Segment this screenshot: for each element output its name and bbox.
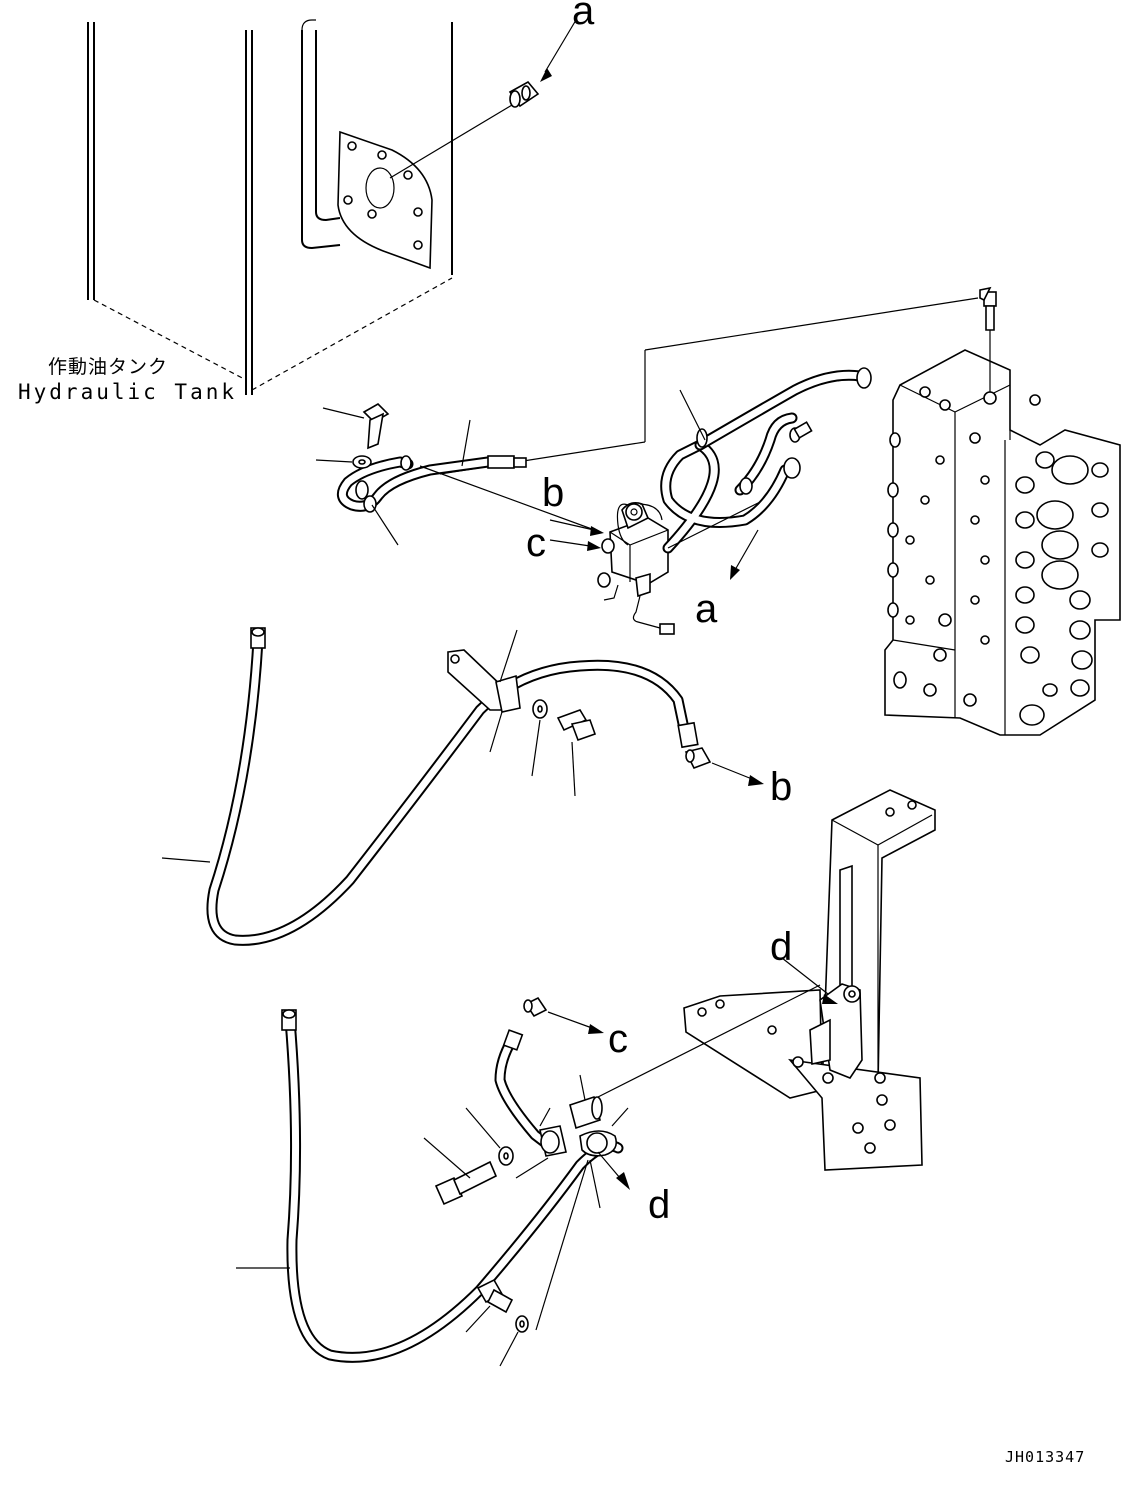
callout-b-solenoid: b (542, 471, 564, 515)
lower-clamps (539, 1107, 629, 1157)
lower-washer (465, 1107, 514, 1166)
tank-label-japanese: 作動油タンク (48, 356, 168, 378)
lower-bolt-bottom (465, 1278, 514, 1333)
lower-washer-bottom (499, 1315, 529, 1367)
lower-small-fitting (523, 996, 548, 1018)
mid-clamp (447, 629, 521, 753)
control-valve (884, 349, 1121, 736)
callout-a-top: a (572, 0, 595, 33)
hydraulic-tank (87, 19, 513, 395)
long-hose-lower (281, 1009, 624, 1363)
tank-label-english: Hydraulic Tank (18, 380, 237, 404)
mid-washer (531, 699, 548, 777)
callout-d-bracket: d (770, 925, 792, 969)
upper-washer (315, 455, 372, 469)
callout-c-solenoid: c (526, 521, 546, 565)
mounting-bracket (683, 789, 936, 1171)
lower-short-hose (494, 1029, 558, 1154)
mid-bolt (556, 709, 597, 797)
callout-a-middle: a (695, 587, 718, 631)
drawing-id: JH013347 (1005, 1448, 1085, 1466)
tank-elbow-fitting (508, 19, 577, 108)
callout-d-lower: d (648, 1183, 670, 1227)
callout-c-lower: c (608, 1017, 628, 1061)
lower-long-bolt (423, 1137, 498, 1206)
mid-elbow-fitting (684, 747, 712, 770)
looped-hose (660, 367, 872, 554)
solenoid-valve (597, 502, 675, 635)
upper-short-hose (336, 455, 527, 513)
callout-b-mid: b (770, 765, 792, 809)
long-hose-middle (206, 627, 699, 946)
upper-bolt (322, 403, 390, 450)
valve-elbow-fitting (979, 286, 997, 392)
spacer-tube (569, 1074, 603, 1130)
